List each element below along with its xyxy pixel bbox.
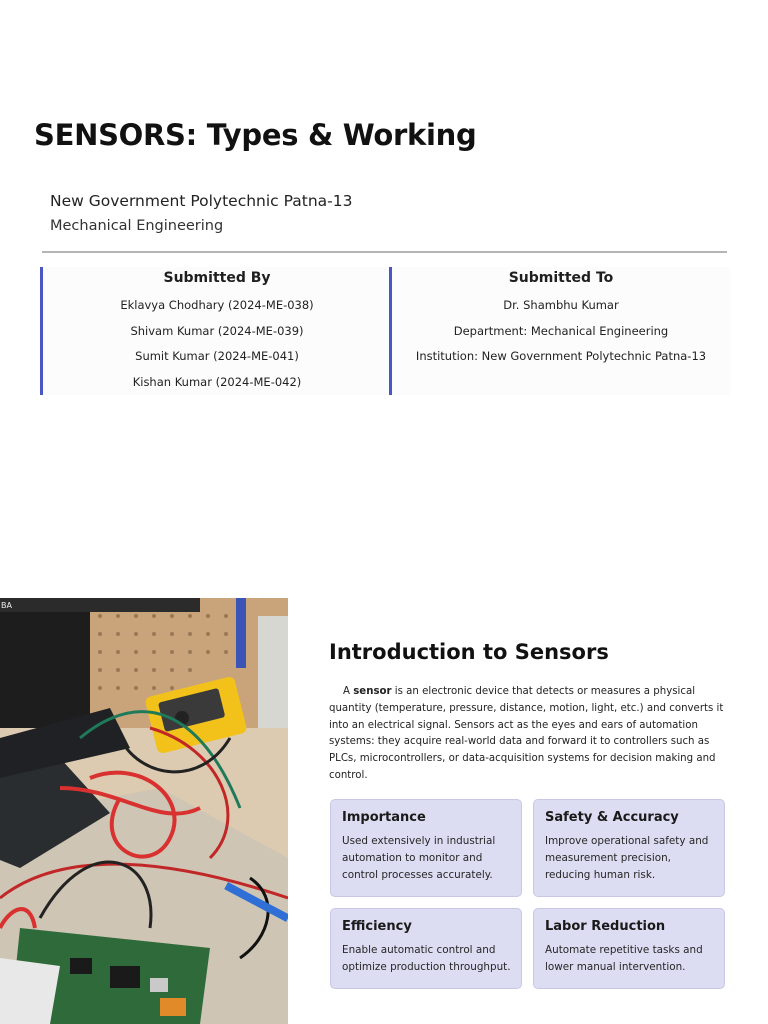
intro-prefix: A — [343, 686, 354, 697]
recipient-list: Dr. Shambhu Kumar Department: Mechanical… — [392, 293, 730, 370]
card-text: Automate repetitive tasks and lower manu… — [545, 944, 703, 973]
importance-card: Importance Used extensively in industria… — [330, 799, 522, 897]
institution-name: New Government Polytechnic Patna-13 — [50, 192, 353, 210]
intro-body: is an electronic device that detects or … — [329, 686, 724, 781]
divider — [42, 251, 727, 253]
card-title: Labor Reduction — [545, 919, 666, 934]
member-item: Eklavya Chodhary (2024-ME-038) — [120, 298, 314, 312]
cover-slide: SENSORS: Types & Working New Government … — [34, 118, 730, 395]
department-name: Mechanical Engineering — [50, 218, 224, 234]
page-title: SENSORS: Types & Working — [34, 118, 477, 152]
labor-reduction-card: Labor Reduction Automate repetitive task… — [533, 908, 725, 989]
lab-photo: BA — [0, 598, 288, 1024]
safety-accuracy-card: Safety & Accuracy Improve operational sa… — [533, 799, 725, 897]
intro-term: sensor — [353, 686, 392, 697]
submitted-to-heading: Submitted To — [508, 270, 614, 286]
card-text: Improve operational safety and measureme… — [545, 835, 709, 881]
efficiency-card: Efficiency Enable automatic control and … — [330, 908, 522, 989]
recipient-item: Dr. Shambhu Kumar — [503, 298, 619, 312]
intro-paragraph: A sensor is an electronic device that de… — [329, 684, 727, 785]
member-item: Shivam Kumar (2024-ME-039) — [130, 323, 304, 338]
lab-photo-illustration: BA — [0, 598, 288, 1024]
recipient-item: Department: Mechanical Engineering — [453, 323, 669, 338]
photo-corner-text: BA — [1, 601, 12, 610]
card-text: Enable automatic control and optimize pr… — [342, 944, 511, 973]
intro-heading: Introduction to Sensors — [329, 640, 609, 664]
member-item: Kishan Kumar (2024-ME-042) — [132, 375, 302, 390]
card-text: Used extensively in industrial automatio… — [342, 835, 496, 881]
member-item: Sumit Kumar (2024-ME-041) — [135, 349, 299, 364]
submitted-to-panel: Submitted To Dr. Shambhu Kumar Departmen… — [389, 267, 730, 395]
card-title: Importance — [342, 810, 426, 825]
card-title: Safety & Accuracy — [545, 810, 679, 825]
submitted-by-panel: Submitted By Eklavya Chodhary (2024-ME-0… — [40, 267, 391, 395]
submitted-by-heading: Submitted By — [163, 270, 271, 286]
member-list: Eklavya Chodhary (2024-ME-038) Shivam Ku… — [43, 293, 391, 396]
card-title: Efficiency — [342, 919, 412, 934]
recipient-item: Institution: New Government Polytechnic … — [415, 349, 707, 364]
